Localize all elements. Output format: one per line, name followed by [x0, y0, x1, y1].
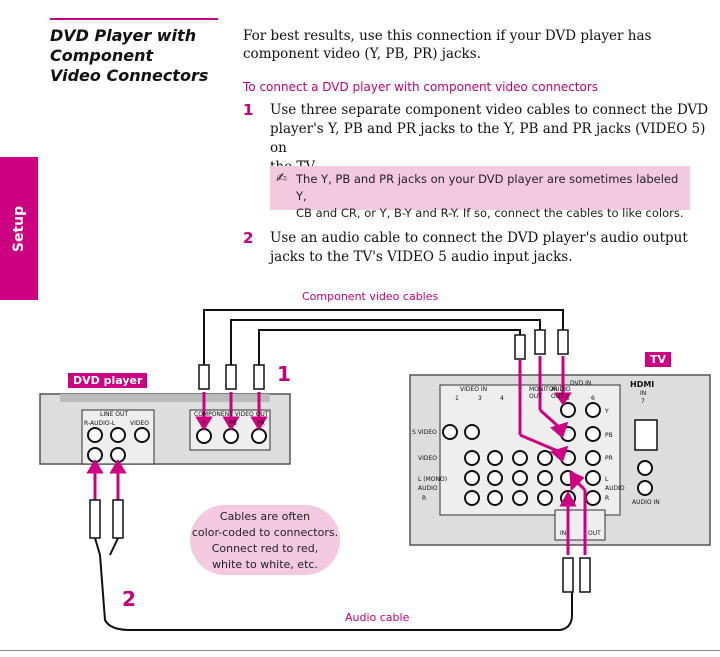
callout-line2: color-coded to connectors. [191, 526, 339, 539]
tv-monitor-out-label: MONITOR OUT [529, 386, 558, 400]
pencil-note-icon: ✍ [276, 171, 287, 186]
tv-hdmi-in-label: IN [640, 390, 647, 397]
tv-y-label: Y [605, 408, 609, 415]
note-box: ✍ The Y, PB and PR jacks on your DVD pla… [270, 166, 690, 220]
tv-pr-label: PR [605, 455, 613, 462]
tv-audio-plugs [562, 557, 591, 593]
dvd-audio-jacks [87, 427, 150, 463]
tv-rgb-panel [554, 509, 606, 541]
dvd-component-out-label: COMPONENT VIDEO OUT [194, 411, 269, 418]
step-1-text: Use three separate component video cable… [270, 101, 710, 177]
intro-paragraph: For best results, use this connection if… [243, 27, 673, 63]
step-2-number: 2 [243, 229, 254, 247]
diagram-callout-1: 1 [277, 362, 291, 386]
tv-r-label: R [422, 495, 427, 502]
intro-line2: component video (Y, PB, PR) jacks. [243, 46, 481, 62]
procedure-heading: To connect a DVD player with component v… [243, 80, 599, 94]
dvd-pb-label: PB [229, 420, 237, 427]
section-title-line1: DVD Player with [50, 26, 197, 45]
tv-port-4: 4 [500, 395, 504, 402]
tv-r-right-label: R [605, 495, 610, 502]
note-line2: CB and CR, or Y, B-Y and R-Y. If so, con… [296, 206, 684, 220]
tv-audio-label: AUDIO [418, 485, 438, 492]
tv-rgb-out-label: OUT [588, 530, 601, 537]
tv-l-label: L [605, 476, 609, 483]
tv-port-1: 1 [455, 395, 459, 402]
step-2-text: Use an audio cable to connect the DVD pl… [270, 229, 710, 267]
tv-rgb-in-label: IN [560, 530, 567, 537]
tv-hdmi-num-label: 7 [641, 398, 645, 405]
step-1-line1: Use three separate component video cable… [270, 102, 709, 118]
setup-tab: Setup [0, 157, 38, 300]
tv-video-6-label: 6 [591, 395, 595, 402]
diagram-callout-2: 2 [122, 587, 136, 611]
tv-dvd-in-label: DVD IN [570, 380, 592, 387]
dvd-pr-label: PR [257, 420, 265, 427]
callout-line1: Cables are often [219, 510, 311, 523]
dvd-audio-arrows [86, 459, 127, 500]
callout-line4: white to white, etc. [212, 558, 318, 571]
audio-cable-wire [94, 537, 573, 631]
tv-audio-right-label: AUDIO [605, 485, 625, 492]
tv-video-5-label: 5 [566, 395, 570, 402]
tv-audio-out-label: AUDIO OUT [551, 386, 571, 400]
step-1-number: 1 [243, 101, 254, 119]
section-title-line3: Video Connectors [50, 66, 209, 85]
step-1-line2: player's Y, PB and PR jacks to the Y, PB… [270, 121, 706, 156]
tv-video-label: VIDEO [418, 455, 438, 462]
dvd-audio-plugs [89, 499, 124, 539]
tv-port-3: 3 [478, 395, 482, 402]
step-2-line1: Use an audio cable to connect the DVD pl… [270, 230, 688, 246]
tv-s-video-jacks [442, 424, 480, 440]
tv-badge: TV [645, 352, 672, 367]
tv-video-in-label: VIDEO IN [460, 386, 488, 393]
dvd-component-arrows [195, 392, 268, 431]
tv-hdmi-label: HDMI [630, 380, 655, 389]
tv-component-arrows [518, 356, 572, 463]
tv-pb-label: PB [605, 432, 613, 439]
bottom-rule [0, 650, 720, 651]
component-cable-wires [203, 309, 564, 365]
component-cables-label: Component video cables [302, 290, 439, 303]
dvd-video-label: VIDEO [130, 420, 150, 427]
tv-l-mono-label: L (MONO) [418, 476, 448, 483]
dvd-player-badge: DVD player [68, 373, 148, 388]
tv-audio-arrows [559, 470, 587, 555]
hdmi-port [634, 419, 658, 451]
section-rule [50, 18, 218, 20]
component-cable-plugs [198, 329, 569, 390]
step-2-line2: jacks to the TV's VIDEO 5 audio input ja… [270, 249, 573, 265]
intro-line1: For best results, use this connection if… [243, 28, 652, 44]
section-title: DVD Player with Component Video Connecto… [50, 26, 240, 86]
dvd-line-out-label: LINE OUT [100, 411, 129, 418]
note-line1: The Y, PB and PR jacks on your DVD playe… [296, 172, 679, 203]
dvd-y-label: Y [202, 420, 206, 427]
tv-audio-in-label: AUDIO IN [632, 499, 660, 506]
dvd-r-audio-l-label: R-AUDIO-L [84, 420, 116, 427]
section-title-line2: Component [50, 46, 154, 65]
callout-line3: Connect red to red, [211, 542, 319, 555]
audio-cable-label: Audio cable [345, 611, 410, 624]
note-text: The Y, PB and PR jacks on your DVD playe… [296, 171, 686, 222]
dvd-component-jacks [196, 428, 267, 444]
color-code-callout: Cables are often color-coded to connecto… [190, 505, 340, 575]
tv-s-video-label: S VIDEO [412, 429, 437, 436]
